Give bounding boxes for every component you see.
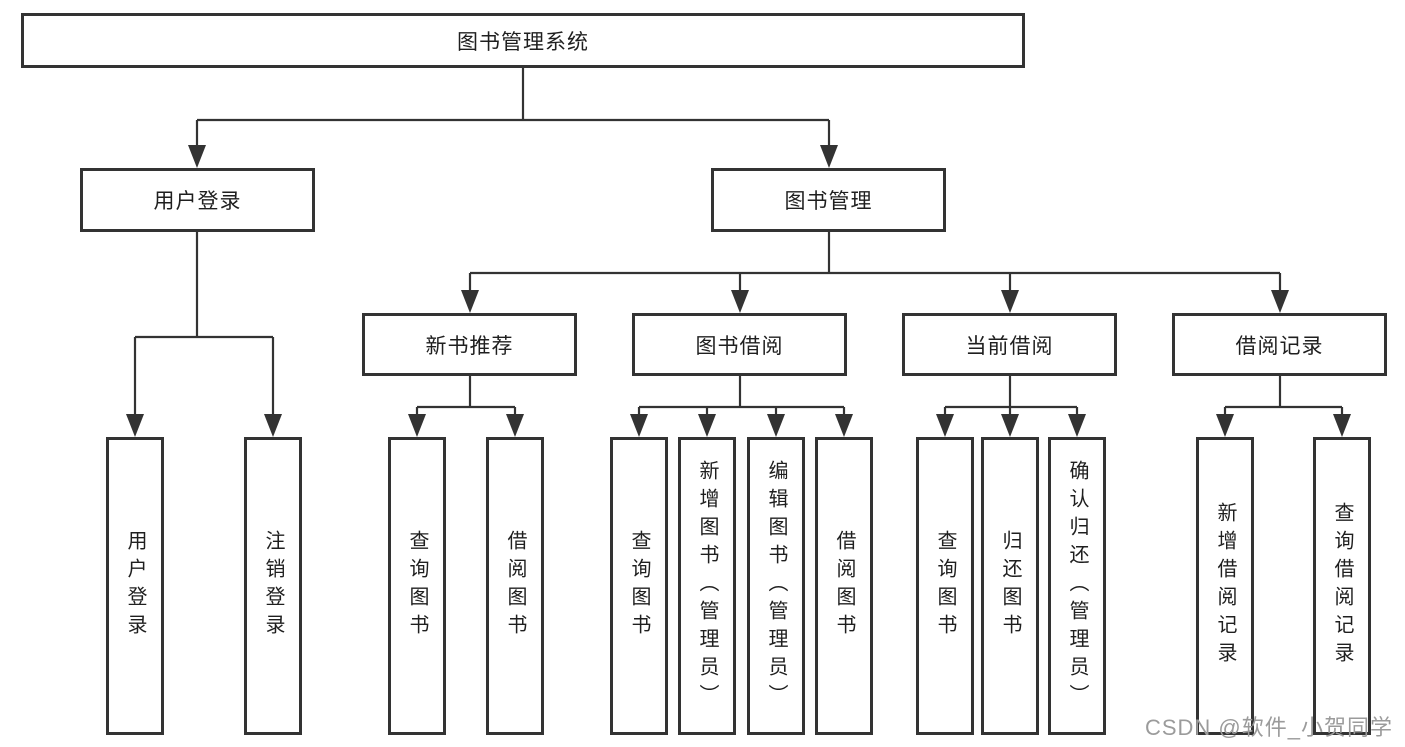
leaf-borrowing-add-book-admin: 新增图书（管理员）: [678, 437, 736, 735]
leaf-user-login: 用户登录: [106, 437, 164, 735]
csdn-watermark: CSDN @软件_小贺同学: [1144, 715, 1393, 740]
leaf-current-confirm-return-admin: 确认归还（管理员）: [1048, 437, 1106, 735]
leaf-records-add-record: 新增借阅记录: [1196, 437, 1254, 735]
leaf-borrowing-query-book: 查询图书: [610, 437, 668, 735]
node-book-borrowing: 图书借阅: [632, 313, 847, 376]
leaf-borrowing-borrow-book: 借阅图书: [815, 437, 873, 735]
leaf-borrowing-edit-book-admin: 编辑图书（管理员）: [747, 437, 805, 735]
arrowheads: [126, 145, 1351, 437]
node-user-login: 用户登录: [80, 168, 315, 232]
node-current-borrowing: 当前借阅: [902, 313, 1117, 376]
node-root-library-system: 图书管理系统: [21, 13, 1025, 68]
leaf-logout: 注销登录: [244, 437, 302, 735]
node-borrow-records: 借阅记录: [1172, 313, 1387, 376]
leaf-records-query-record: 查询借阅记录: [1313, 437, 1371, 735]
leaf-current-query-book: 查询图书: [916, 437, 974, 735]
leaf-recommend-query-book: 查询图书: [388, 437, 446, 735]
leaf-current-return-book: 归还图书: [981, 437, 1039, 735]
node-book-management: 图书管理: [711, 168, 946, 232]
node-new-book-recommend: 新书推荐: [362, 313, 577, 376]
leaf-recommend-borrow-book: 借阅图书: [486, 437, 544, 735]
